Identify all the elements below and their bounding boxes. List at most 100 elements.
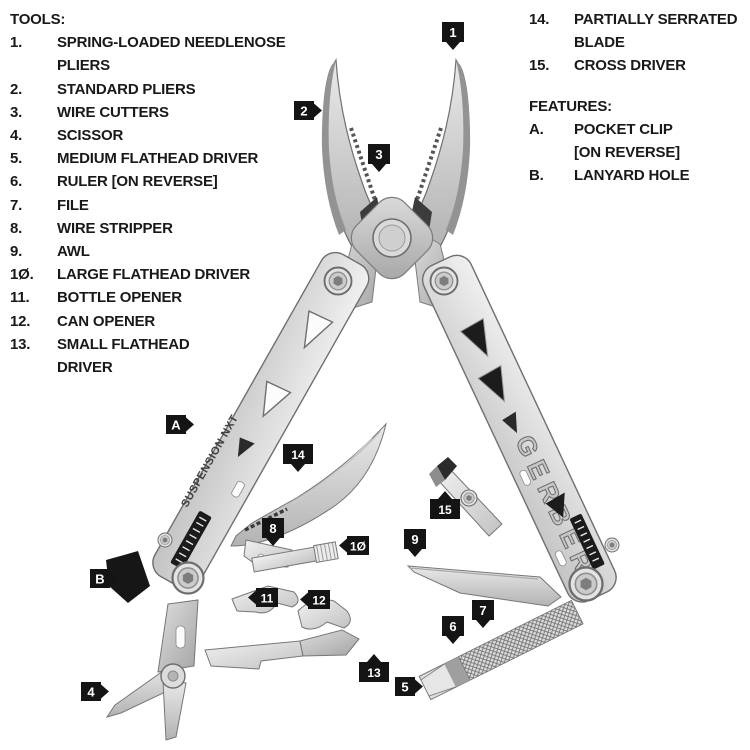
- item-label: SMALL FLATHEAD DRIVER: [57, 335, 190, 377]
- item-label: STANDARD PLIERS: [57, 80, 196, 98]
- svg-text:12: 12: [312, 594, 326, 608]
- svg-text:3: 3: [375, 147, 382, 162]
- item-label: WIRE CUTTERS: [57, 103, 169, 121]
- svg-text:2: 2: [300, 104, 307, 119]
- marker-4: 4: [81, 682, 109, 701]
- item-number: 4.: [10, 127, 23, 145]
- tools-rows: 1. SPRING-LOADED NEEDLENOSE PLIERS 2. STAND…: [10, 31, 310, 379]
- cross-driver: [429, 457, 503, 537]
- item-number: 7.: [10, 196, 23, 214]
- right-rows: 14. PARTIALLY SERRATED BLADE 15. CROSS DRIV…: [529, 8, 744, 78]
- svg-text:11: 11: [261, 592, 274, 606]
- item-number: 1.: [10, 34, 23, 52]
- features-rows: A. POCKET CLIP [ON REVERSE] B. LANYARD HOLE: [529, 118, 744, 188]
- scissors: [105, 599, 199, 741]
- item-number: 1Ø.: [10, 266, 34, 284]
- item-label: PARTIALLY SERRATED BLADE: [574, 11, 738, 52]
- tool-list-item: 11. BOTTLE OPENER: [10, 286, 310, 309]
- item-label: RULER [ON REVERSE]: [57, 173, 218, 191]
- marker-9: 9: [404, 529, 426, 557]
- marker-b: B: [90, 569, 118, 588]
- tools-list: TOOLS: 1. SPRING-LOADED NEEDLENOSE PLIERS…: [10, 8, 310, 379]
- item-label: LANYARD HOLE: [574, 167, 690, 185]
- item-number: 11.: [10, 289, 30, 307]
- tools-heading: TOOLS:: [10, 11, 66, 28]
- svg-text:6: 6: [449, 619, 456, 634]
- small-flathead-driver: [204, 629, 360, 670]
- tool-list-item: 4. SCISSOR: [10, 124, 310, 147]
- tool-list-item: 2. STANDARD PLIERS: [10, 78, 310, 101]
- item-label: WIRE STRIPPER: [57, 219, 173, 237]
- item-label: LARGE FLATHEAD DRIVER: [57, 266, 251, 284]
- svg-text:8: 8: [269, 521, 276, 536]
- tool-list-item: 1. SPRING-LOADED NEEDLENOSE PLIERS: [10, 31, 310, 77]
- file: [418, 599, 584, 701]
- marker-15: 15: [430, 491, 460, 519]
- item-label: CROSS DRIVER: [574, 57, 686, 75]
- tool-list-item: 6.RULER [ON REVERSE]: [10, 170, 310, 193]
- tool-list-item: 3. WIRE CUTTERS: [10, 101, 310, 124]
- marker-13: 13: [359, 654, 389, 682]
- svg-text:15: 15: [438, 503, 452, 517]
- feature-list-item: B. LANYARD HOLE: [529, 164, 744, 187]
- svg-text:9: 9: [411, 532, 418, 547]
- svg-text:1: 1: [449, 25, 456, 40]
- tool-list-item: 7. FILE: [10, 194, 310, 217]
- svg-text:B: B: [95, 572, 104, 587]
- tool-list-item: 15. CROSS DRIVER: [529, 54, 744, 77]
- handle-screw-left: [171, 561, 205, 595]
- marker-6: 6: [442, 616, 464, 644]
- marker-3: 3: [368, 144, 390, 172]
- tool-list-item: 8. WIRE STRIPPER: [10, 217, 310, 240]
- item-number: 13.: [10, 335, 31, 353]
- serial-label: [170, 511, 212, 569]
- tool-list-item: 1Ø. LARGE FLATHEAD DRIVER: [10, 263, 310, 286]
- pivot-screw-right: [429, 266, 459, 296]
- tool-list-item: 5. MEDIUM FLATHEAD DRIVER: [10, 147, 310, 170]
- item-number: 12.: [10, 312, 31, 330]
- item-label: POCKET CLIP [ON REVERSE]: [574, 120, 680, 162]
- item-number: A.: [529, 120, 544, 138]
- svg-text:5: 5: [401, 680, 408, 695]
- marker-12: 12: [300, 590, 330, 609]
- item-label: MEDIUM FLATHEAD DRIVER: [57, 150, 259, 168]
- tool-list-item: 13. SMALL FLATHEAD DRIVER: [10, 333, 310, 379]
- marker-2: 2: [294, 101, 322, 120]
- item-label: SPRING-LOADED NEEDLENOSE PLIERS: [57, 34, 286, 75]
- item-number: 15.: [529, 57, 550, 75]
- marker-8: 8: [262, 518, 284, 546]
- svg-text:1Ø: 1Ø: [350, 540, 366, 554]
- features-heading: FEATURES:: [529, 97, 612, 115]
- marker-1ø: 1Ø: [339, 536, 369, 555]
- left-handle: SUSPENSION NXT: [152, 251, 370, 590]
- item-number: 8.: [10, 219, 23, 237]
- feature-list-item: A. POCKET CLIP [ON REVERSE]: [529, 118, 744, 164]
- marker-7: 7: [472, 600, 494, 628]
- item-label: SCISSOR: [57, 127, 124, 145]
- right-list: 14. PARTIALLY SERRATED BLADE 15. CROSS DRIV…: [529, 8, 744, 187]
- patent-label: [570, 514, 605, 570]
- item-number: B.: [529, 167, 544, 185]
- marker-14: 14: [283, 444, 313, 472]
- marker-1: 1: [442, 22, 464, 50]
- right-handle: GERBER: [421, 254, 620, 603]
- awl: [406, 565, 562, 607]
- item-label: FILE: [57, 196, 89, 214]
- item-label: BOTTLE OPENER: [57, 289, 182, 307]
- lanyard-hole: [106, 551, 150, 603]
- svg-text:A: A: [171, 418, 181, 433]
- svg-text:13: 13: [367, 666, 381, 680]
- svg-text:4: 4: [87, 685, 95, 700]
- tool-list-item: 9.AWL: [10, 240, 310, 263]
- pivot: [350, 196, 434, 280]
- item-label: CAN OPENER: [57, 312, 156, 330]
- marker-5: 5: [395, 677, 423, 696]
- tool-list-item: 12. CAN OPENER: [10, 310, 310, 333]
- item-number: 5.: [10, 150, 23, 168]
- item-number: 3.: [10, 103, 23, 121]
- item-number: 2.: [10, 80, 23, 98]
- item-label: AWL: [57, 243, 90, 261]
- item-number: 14.: [529, 11, 550, 28]
- tool-list-item: 14. PARTIALLY SERRATED BLADE: [529, 8, 744, 54]
